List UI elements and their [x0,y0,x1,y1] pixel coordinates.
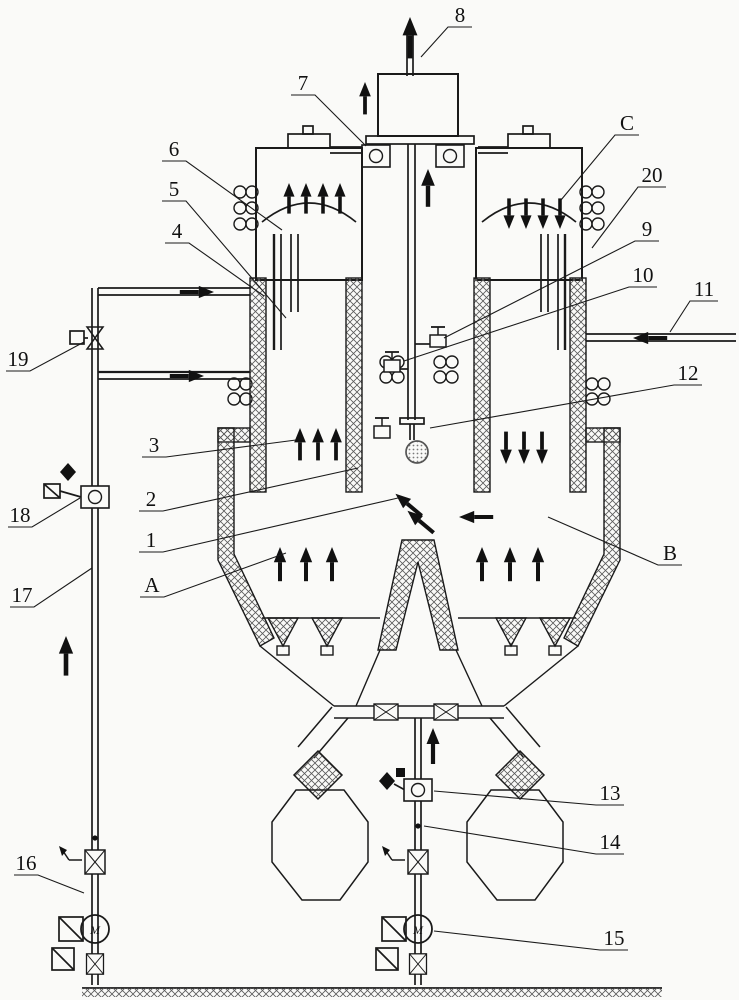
label-19: 19 [8,347,29,371]
flow-arrow-up-icon [403,17,418,58]
label-17: 17 [12,583,33,607]
label-15: 15 [604,926,625,950]
header-valve-right [433,703,459,721]
internal-hoppers [259,617,579,721]
pump-motor-left [80,914,110,944]
label-2: 2 [146,487,157,511]
center-discharge-pipe [375,718,440,985]
pump-motor-center [403,914,433,944]
label-1: 1 [146,528,157,552]
label-3: 3 [149,433,160,457]
label-9: 9 [642,217,653,241]
actuator-diamond-icon [59,462,77,482]
label-6: 6 [169,137,180,161]
valve-13 [403,778,433,802]
flow-arrow-up-icon [357,80,373,117]
label-4: 4 [172,219,183,243]
left-upper-chamber [255,125,363,350]
label-14: 14 [600,830,622,854]
valve-19 [86,326,104,350]
label-11: 11 [694,277,714,301]
actuator-diamond-icon [378,771,396,791]
flap-valve-left [292,749,344,801]
center-cone [377,539,459,651]
valve-18 [80,485,110,509]
label-18: 18 [10,503,31,527]
valve-10 [383,351,401,373]
right-upper-chamber [475,125,583,350]
header-valve-left [373,703,399,721]
relief-valve [381,845,406,861]
valve-12 [373,417,391,439]
label-5: 5 [169,177,180,201]
label-8: 8 [455,3,466,27]
label-B: B [663,541,677,565]
relief-valve-16 [58,845,83,861]
center-flow-arrow-icon [421,169,435,207]
central-pipe-system [373,144,447,464]
lower-vessel [217,427,621,651]
left-feed-system [43,283,250,985]
label-A: A [144,573,160,597]
label-16: 16 [16,851,37,875]
flow-arrow-up-icon [427,728,440,764]
valve-9 [429,326,447,348]
lock-hopper-left [271,789,369,901]
flow-arrow-up-icon [59,636,73,676]
spray-nozzle-ball [405,440,429,464]
label-10: 10 [633,263,654,287]
top-left-fitting [361,144,391,168]
column-walls [249,277,587,493]
heating-coils [227,185,611,406]
ground-line [82,987,662,997]
lock-hopper-right [466,789,564,901]
top-gas-outlet [403,17,418,76]
right-feed-pipe [586,329,736,347]
motor-label-center: M [412,923,424,937]
top-right-fitting [435,144,465,168]
motor-label-left: M [89,923,101,937]
top-drum [330,73,508,168]
flap-valve-right [494,749,546,801]
label-13: 13 [600,781,621,805]
label-20: 20 [642,163,663,187]
label-C: C [620,111,634,135]
label-12: 12 [678,361,699,385]
label-7: 7 [298,71,309,95]
pipe-joint-14 [415,823,421,829]
callout-labels: 8 7 C 6 20 5 9 4 10 11 19 12 3 2 1 A B 1… [8,3,715,950]
leader-lines [6,26,718,951]
